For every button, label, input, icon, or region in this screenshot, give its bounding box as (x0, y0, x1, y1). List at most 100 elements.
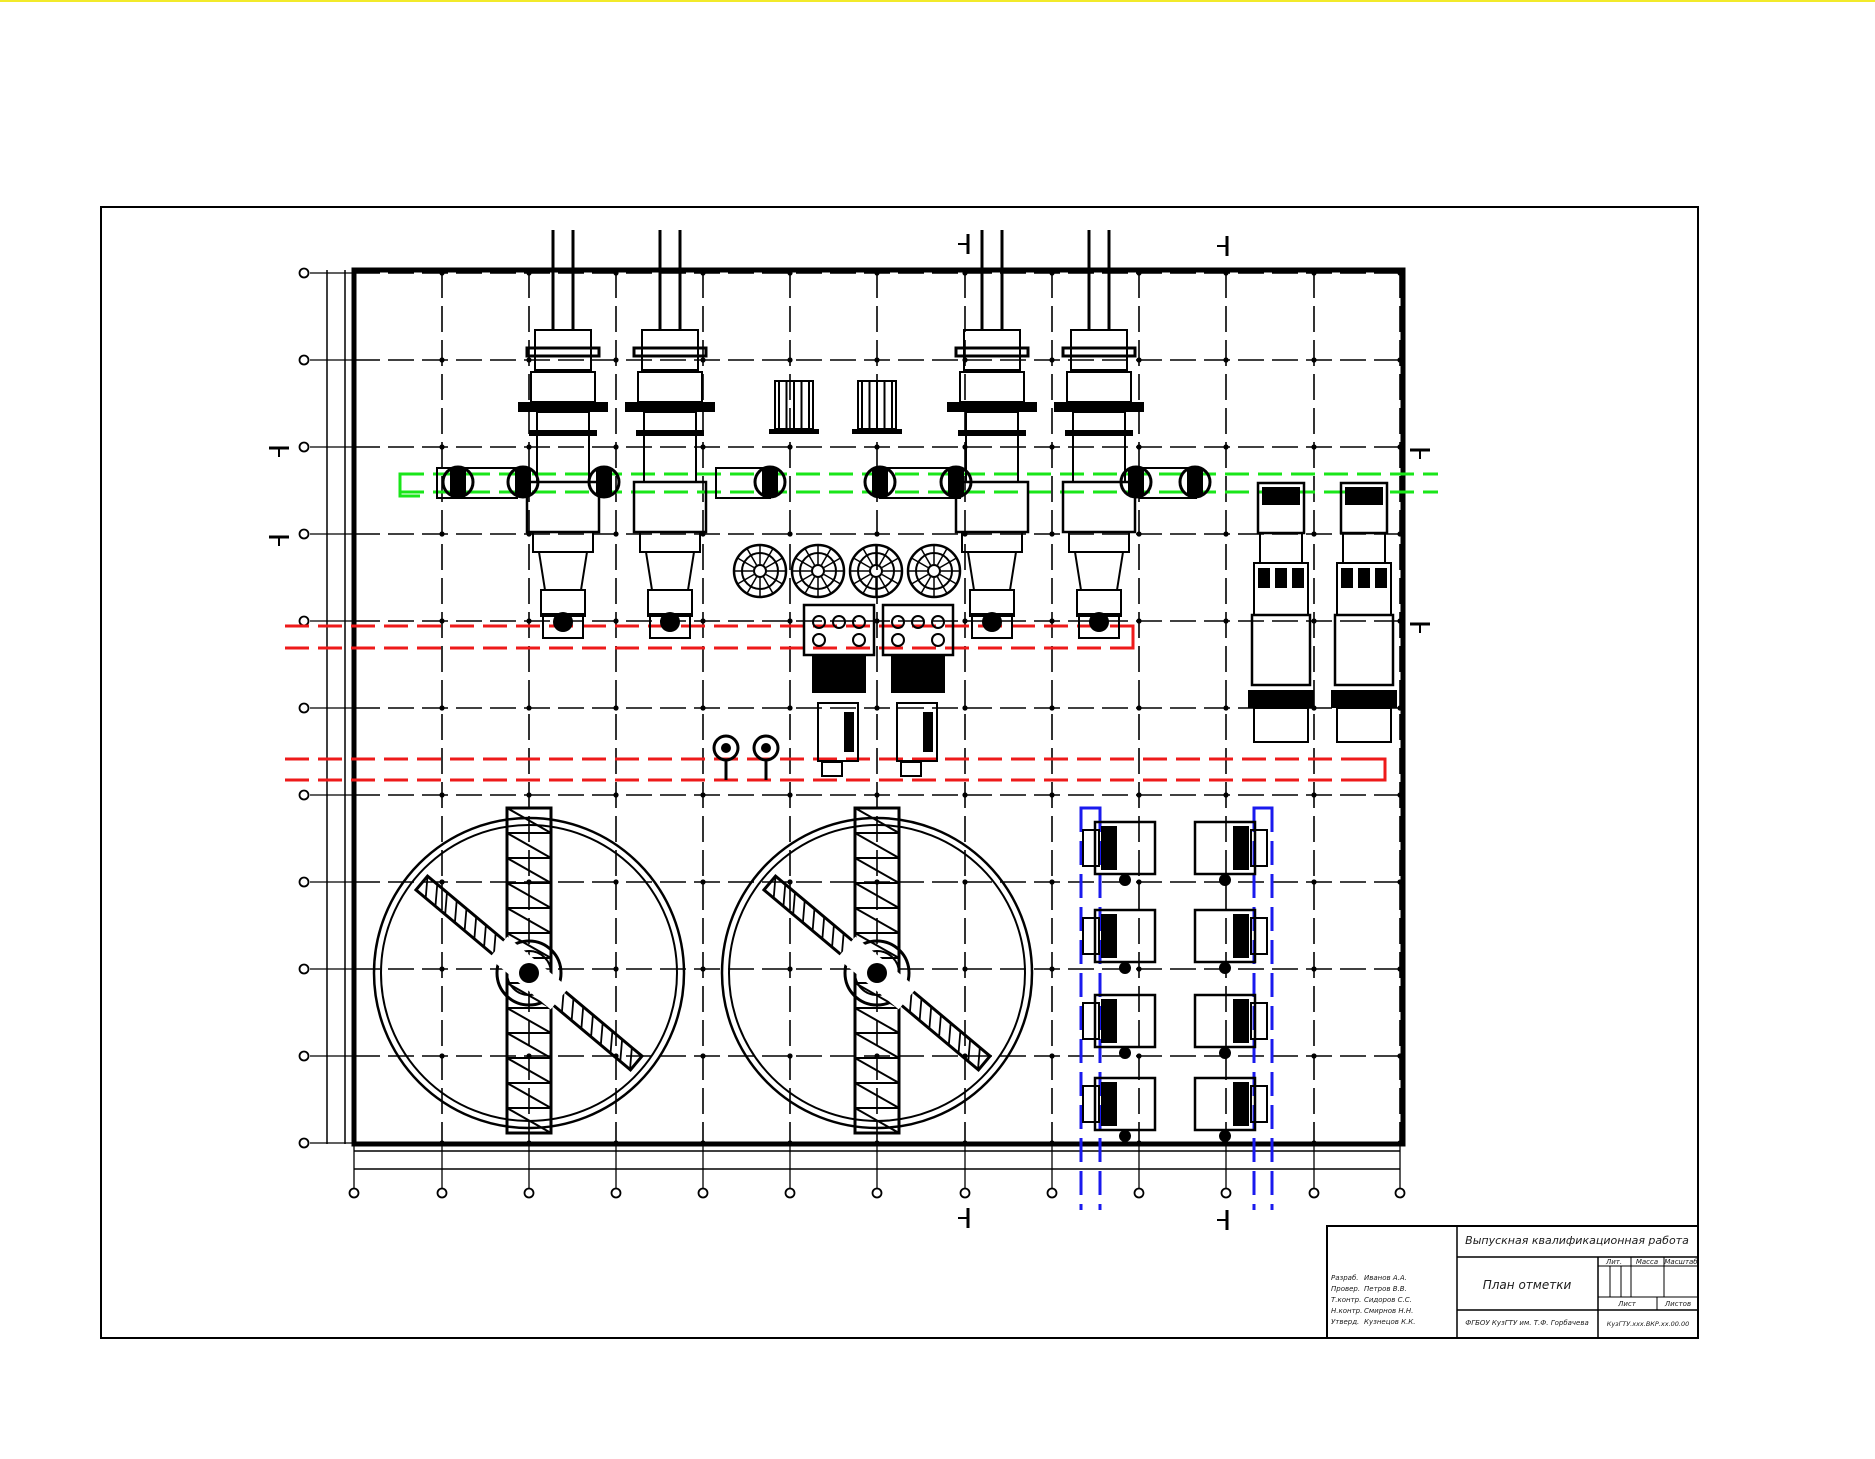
mill-unit-icon (625, 230, 715, 639)
column-axis-marker-icon (436, 1187, 448, 1199)
column-axis-marker-icon (1394, 1187, 1406, 1199)
grid-node (439, 531, 445, 537)
motor-icon (1193, 820, 1268, 886)
mill-unit-icon (1054, 230, 1144, 639)
grid-node (700, 1053, 706, 1059)
grid-node (1049, 444, 1055, 450)
grid-node (787, 444, 793, 450)
grid-node (1049, 792, 1055, 798)
grid-node (787, 1053, 793, 1059)
grid-node (700, 357, 706, 363)
grid-node (1136, 444, 1142, 450)
building-plan (269, 234, 1430, 1230)
grid-node (613, 618, 619, 624)
thickener-icon (372, 806, 686, 1135)
conveyor-blue-end (1079, 806, 1102, 822)
grid-node (613, 879, 619, 885)
grid-node (1397, 792, 1403, 798)
thickener-icon (720, 806, 1034, 1135)
grid-node (439, 357, 445, 363)
conveyor-red-end (1115, 624, 1135, 650)
grid-node (1311, 444, 1317, 450)
sheet-title: План отметки (1483, 1278, 1572, 1292)
coupling (879, 467, 961, 499)
grid-node (526, 705, 532, 711)
grid-node (1311, 1053, 1317, 1059)
grid-node (700, 879, 706, 885)
grid-node (962, 270, 968, 276)
grid-node (700, 792, 706, 798)
grid-node (962, 618, 968, 624)
section-cut-marker-icon (958, 234, 970, 254)
motor-icon (1193, 993, 1268, 1059)
grid-node (1223, 531, 1229, 537)
grid-node (613, 270, 619, 276)
grid-node (874, 705, 880, 711)
grid-node (1049, 618, 1055, 624)
column-axis-marker-icon (959, 1187, 971, 1199)
row-axis-marker-icon (298, 354, 310, 366)
grid-node (613, 357, 619, 363)
row-2-name: Сидоров С.С. (1364, 1296, 1412, 1304)
flotation-cell-icon (1331, 481, 1397, 743)
mass-label: Масса (1636, 1258, 1658, 1266)
column-axis-marker-icon (1220, 1187, 1232, 1199)
motor-icon (1193, 1076, 1268, 1142)
column-axis-marker-icon (1133, 1187, 1145, 1199)
grid-node (613, 966, 619, 972)
grid-node (962, 879, 968, 885)
row-0-name: Иванов А.А. (1364, 1274, 1407, 1282)
grid-node (439, 618, 445, 624)
title-block: Выпускная квалификационная работа План о… (1326, 1225, 1699, 1339)
grid-node (1311, 270, 1317, 276)
grid-node (874, 270, 880, 276)
grid-node (874, 357, 880, 363)
valve-icon (712, 734, 740, 780)
grid-node (1397, 531, 1403, 537)
row-axis-marker-icon (298, 963, 310, 975)
viewer-top-border (0, 0, 1875, 2)
flotation-cell-icon (1248, 481, 1314, 743)
grid-node (1136, 879, 1142, 885)
grid-node (1049, 966, 1055, 972)
coupling (436, 467, 518, 499)
section-cut-marker-icon (1410, 622, 1430, 633)
conveyor-red-end (1365, 757, 1387, 782)
grid-node (700, 966, 706, 972)
grid-node (439, 792, 445, 798)
motor-icon (1082, 820, 1157, 886)
pump-block-icon (881, 603, 955, 777)
grid-node (962, 792, 968, 798)
column-axis-marker-icon (697, 1187, 709, 1199)
grid-node (1049, 1053, 1055, 1059)
grid-node (1049, 270, 1055, 276)
motor-icon (1082, 993, 1157, 1059)
grid-node (1311, 357, 1317, 363)
grid-node (1397, 879, 1403, 885)
row-1-name: Петров В.В. (1364, 1285, 1407, 1293)
grid-node (1397, 270, 1403, 276)
equipment-layout (372, 230, 1397, 1142)
agitator-tank-icon (852, 380, 902, 434)
grid-node (874, 531, 880, 537)
grid-node (613, 444, 619, 450)
grid-node (1223, 705, 1229, 711)
grid-node (787, 879, 793, 885)
grid-node (874, 444, 880, 450)
grid-node (1136, 966, 1142, 972)
grid-node (1136, 1053, 1142, 1059)
valve-icon (752, 734, 780, 780)
grid-node (1049, 357, 1055, 363)
grid-node (700, 618, 706, 624)
flange-icon (587, 465, 621, 499)
stage-label: Лит. (1605, 1258, 1622, 1266)
grid-node (1397, 966, 1403, 972)
grid-node (1397, 705, 1403, 711)
agitator-tank-icon (769, 380, 819, 434)
motor-icon (1082, 908, 1157, 974)
grid-node (1136, 531, 1142, 537)
grid-node (439, 444, 445, 450)
grid-node (1136, 270, 1142, 276)
grid-node (526, 270, 532, 276)
